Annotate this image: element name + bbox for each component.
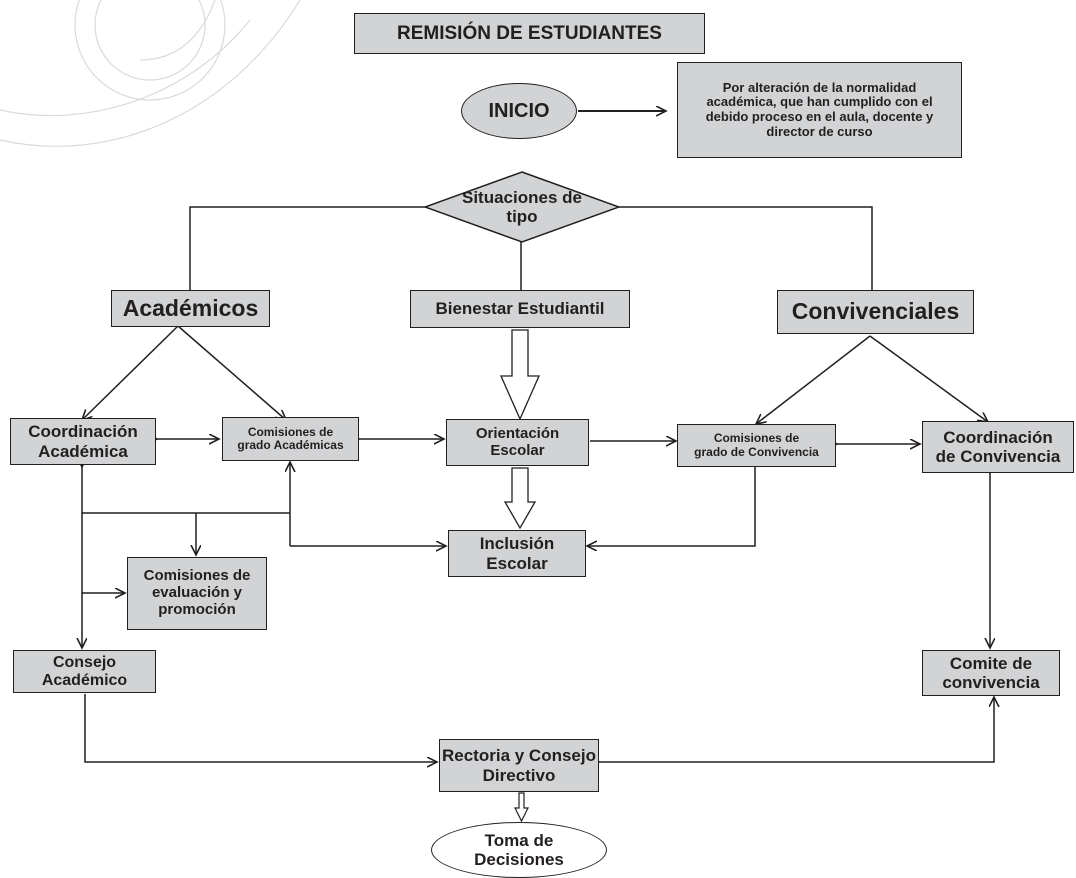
inclusion-escolar-box: Inclusión Escolar bbox=[448, 530, 586, 577]
note-inicio-text: Por alteración de la normalidad académic… bbox=[705, 79, 934, 139]
hollow-arrow-bienestar-to-orientacion bbox=[500, 329, 540, 421]
comisiones-evaluacion-box: Comisiones de evaluación y promoción bbox=[127, 557, 267, 630]
consejo-academico-box: Consejo Académico bbox=[13, 650, 156, 693]
toma-decisiones-node: Toma de Decisiones bbox=[431, 822, 607, 878]
bienestar-box: Bienestar Estudiantil bbox=[410, 290, 630, 328]
comite-convivencia-box: Comite de convivencia bbox=[922, 650, 1060, 696]
hollow-arrow-rectoria-to-toma bbox=[514, 792, 529, 823]
convivenciales-box: Convivenciales bbox=[777, 290, 974, 334]
arrow-convivenciales-to-coord bbox=[869, 335, 988, 422]
convivenciales-label: Convivenciales bbox=[791, 298, 960, 325]
coordinacion-convivencia-box: Coordinación de Convivencia bbox=[922, 421, 1074, 473]
title-box: REMISIÓN DE ESTUDIANTES bbox=[354, 13, 705, 54]
orientacion-escolar-box: Orientación Escolar bbox=[446, 419, 589, 466]
academicos-box: Académicos bbox=[111, 290, 270, 327]
comisiones-evaluacion-label: Comisiones de evaluación y promoción bbox=[143, 567, 251, 618]
situaciones-decision-node bbox=[424, 171, 620, 243]
comisiones-convivencia-label: Comisiones de grado de Convivencia bbox=[694, 431, 819, 459]
rectoria-label: Rectoria y Consejo Directivo bbox=[442, 746, 596, 785]
arrow-comisiones-conv-to-inclusion bbox=[587, 467, 756, 546]
situaciones-label-wrap: Situaciones de tipo bbox=[424, 171, 620, 243]
arrow-rectoria-comite bbox=[599, 697, 994, 762]
hollow-arrow-orientacion-to-inclusion bbox=[503, 467, 537, 530]
coordinacion-convivencia-label: Coordinación de Convivencia bbox=[935, 427, 1061, 466]
comisiones-academicas-box: Comisiones de grado Académicas bbox=[222, 417, 359, 461]
situaciones-label: Situaciones de tipo bbox=[462, 187, 582, 226]
line-situaciones-to-academicos bbox=[189, 206, 425, 290]
coordinacion-academica-label: Coordinación Académica bbox=[28, 422, 138, 461]
inicio-node: INICIO bbox=[461, 83, 577, 139]
comisiones-convivencia-box: Comisiones de grado de Convivencia bbox=[677, 424, 836, 467]
rectoria-box: Rectoria y Consejo Directivo bbox=[439, 739, 599, 792]
orientacion-escolar-label: Orientación Escolar bbox=[475, 424, 560, 459]
arrow-academicos-to-coord bbox=[82, 325, 179, 420]
comisiones-academicas-label: Comisiones de grado Académicas bbox=[237, 424, 344, 452]
consejo-academico-label: Consejo Académico bbox=[41, 653, 128, 689]
arrow-academicos-to-comisiones bbox=[177, 325, 286, 420]
arrow-consejo-to-rectoria bbox=[84, 694, 437, 762]
swirl-watermark bbox=[0, 0, 301, 147]
inicio-label: INICIO bbox=[488, 99, 550, 122]
bienestar-label: Bienestar Estudiantil bbox=[435, 299, 605, 319]
academicos-label: Académicos bbox=[122, 294, 259, 321]
note-inicio-box: Por alteración de la normalidad académic… bbox=[677, 62, 962, 158]
toma-decisiones-label: Toma de Decisiones bbox=[474, 830, 564, 869]
coordinacion-academica-box: Coordinación Académica bbox=[10, 418, 156, 465]
comite-convivencia-label: Comite de convivencia bbox=[942, 653, 1040, 692]
title-text: REMISIÓN DE ESTUDIANTES bbox=[397, 22, 662, 44]
arrow-convivenciales-to-comisiones bbox=[756, 335, 871, 424]
inclusion-escolar-label: Inclusión Escolar bbox=[479, 534, 555, 573]
line-situaciones-to-convivenciales bbox=[618, 206, 873, 290]
